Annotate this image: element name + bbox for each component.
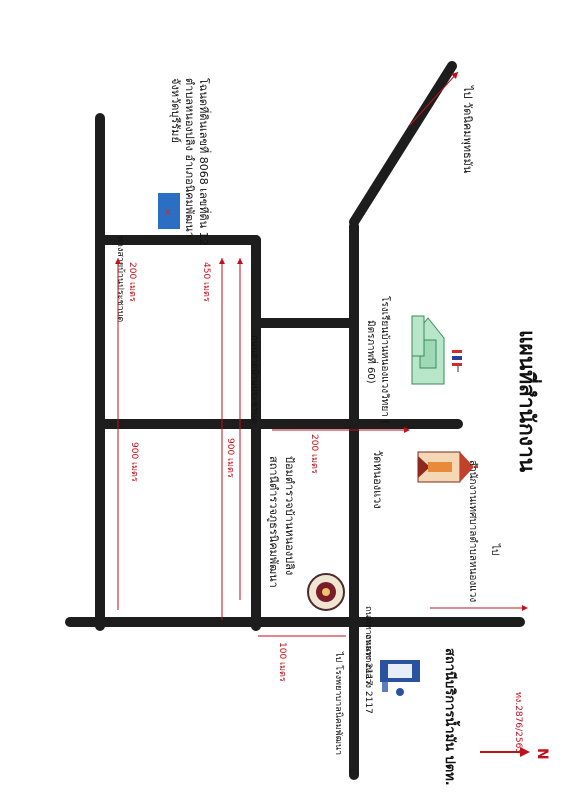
map-title: แผนที่สำนักงาน xyxy=(515,330,543,473)
police-label-line2: สถานีตำรวจภูธรนิคมพัฒนา xyxy=(267,456,280,588)
rural-road-mid-label: ถนนสายบ้านประชาบด xyxy=(249,335,260,424)
distance-markers xyxy=(117,71,522,637)
distance-100: 100 เมตร xyxy=(277,642,287,682)
road-network xyxy=(65,61,525,780)
to-temple-label: ไป วัดนิคมพุทธมัน xyxy=(461,85,474,174)
temple-icon xyxy=(417,451,478,483)
rural-road-top-label: ทางสายบ้านประชาบด xyxy=(115,236,126,322)
school-label-line2: มิตรภาพที่ 60) xyxy=(365,320,379,384)
site-marker xyxy=(158,193,180,229)
to-hospital-label: ไป โรงพยาบาลนิคมพัฒนา xyxy=(333,651,344,755)
highway-2117-label: ถนนทางหลวง 2117 xyxy=(363,606,373,686)
document-id: ทง.2876/2563 xyxy=(513,692,523,754)
distance-200-right: 200 เมตร xyxy=(309,434,319,474)
to-office-label: สำนักงานเทศบาลตำบลหนองแวง xyxy=(467,460,478,602)
gas-station-label: สถานีบริการน้ำมัน ปตท. xyxy=(442,648,461,786)
road-diagonal xyxy=(349,61,457,227)
to-office-top: ไป xyxy=(489,543,501,555)
temple-label: วัดหนองแวง xyxy=(371,450,384,509)
school-label-line1: โรงเรียนบ้านหนองแวงวิทยา ( xyxy=(379,296,392,424)
distance-450: 450 เมตร xyxy=(201,262,211,302)
distance-900-left: 900 เมตร xyxy=(129,442,139,482)
site-label: โฉนดที่ดินเลขที่ 8068 เลขที่ดิน 12 ตำบลห… xyxy=(169,78,212,246)
site-label-line3: จังหวัดบุรีรัมย์ xyxy=(169,78,182,143)
north-label: N xyxy=(534,748,550,760)
site-marker-x: x xyxy=(165,207,171,218)
police-badge-icon xyxy=(307,573,345,611)
distance-900-right: 900 เมตร xyxy=(225,438,235,478)
arrow-heads xyxy=(115,72,528,611)
school-icon xyxy=(411,315,462,385)
south-2117-label: ถนนทางหลวง 2117 xyxy=(363,634,373,714)
arrow-temple-diag xyxy=(409,71,459,126)
site-label-line2: ตำบลหนองปลิง อำเภอนิคมพัฒนา xyxy=(183,78,196,238)
police-label-line1: ป้อมตำรวจบ้านหนองปลิง xyxy=(283,456,296,575)
site-label-line1: โฉนดที่ดินเลขที่ 8068 เลขที่ดิน 12 xyxy=(197,78,212,246)
distance-200-left: 200 เมตร xyxy=(127,262,137,302)
north-arrow xyxy=(480,747,530,757)
gas-station-icon xyxy=(380,660,420,696)
